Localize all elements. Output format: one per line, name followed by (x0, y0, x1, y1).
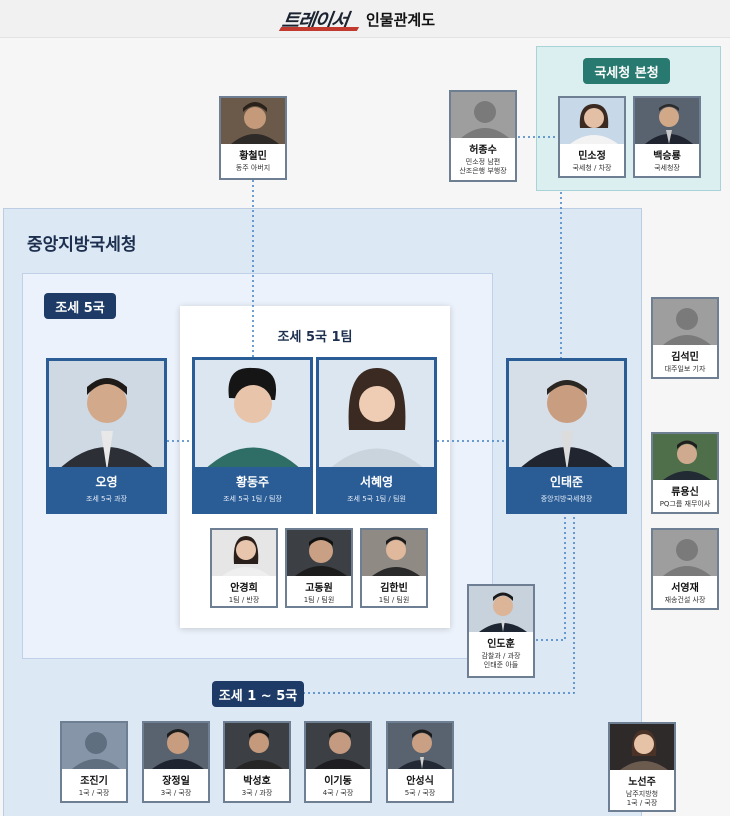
person-card-jang-jeongil[interactable]: 장정일 3국 / 국장 (142, 721, 210, 803)
role-go-dongwon: 1팀 / 팀원 (287, 596, 351, 605)
role1-in-dohun: 감찰과 / 과장 (469, 652, 533, 661)
photo-baek-seungryong (635, 98, 699, 144)
name-hwang-dongju: 황동주 (195, 473, 310, 490)
header-bar: 트레이서 인물관계도 (0, 0, 730, 38)
group-team1-label: 조세 5국 1팀 (180, 326, 450, 345)
name-ahn-seongsik: 안성식 (388, 772, 452, 787)
name-oh-young: 오영 (49, 473, 164, 490)
person-card-ahn-kyunghee[interactable]: 안경희 1팀 / 반장 (210, 528, 278, 608)
photo-hwang-dongju (195, 360, 310, 471)
person-card-lee-gidong[interactable]: 이기동 4국 / 국장 (304, 721, 372, 803)
photo-min-sojeong (560, 98, 624, 144)
name-kim-hanbin: 김한빈 (362, 579, 426, 594)
role-hwang-dongju: 조세 5국 1팀 / 팀장 (195, 494, 310, 504)
role-seo-hyeyoung: 조세 5국 1팀 / 팀원 (319, 494, 434, 504)
role-ryu-yongsin: PQ그룹 재무이사 (653, 500, 717, 509)
role1-no-seonju: 남주지방청 (610, 790, 674, 799)
role-hwang-chulmin: 동주 아버지 (221, 164, 285, 173)
person-card-park-sungho[interactable]: 박성호 3국 / 과장 (223, 721, 291, 803)
photo-lee-gidong (306, 723, 370, 769)
group-nts-hq-label: 국세청 본청 (583, 58, 670, 84)
photo-in-taejun (509, 361, 624, 471)
name-go-dongwon: 고동원 (287, 579, 351, 594)
role-jang-jeongil: 3국 / 국장 (144, 789, 208, 798)
name-park-sungho: 박성호 (225, 772, 289, 787)
role-jo-jingi: 1국 / 국장 (62, 789, 126, 798)
group-tax1to5-label: 조세 1 ~ 5국 (212, 681, 304, 707)
name-ryu-yongsin: 류용신 (653, 483, 717, 498)
role2-no-seonju: 1국 / 국장 (610, 799, 674, 808)
name-kim-seokmin: 김석민 (653, 348, 717, 363)
silhouette-icon (653, 530, 717, 576)
role-park-sungho: 3국 / 과장 (225, 789, 289, 798)
name-seo-hyeyoung: 서혜영 (319, 473, 434, 490)
role2-heo-jongsu: 산조은행 부행장 (451, 167, 515, 176)
photo-go-dongwon (287, 530, 351, 576)
name-in-dohun: 인도훈 (469, 635, 533, 650)
role-lee-gidong: 4국 / 국장 (306, 789, 370, 798)
photo-kim-seokmin (653, 299, 717, 345)
photo-jang-jeongil (144, 723, 208, 769)
photo-kim-hanbin (362, 530, 426, 576)
name-lee-gidong: 이기동 (306, 772, 370, 787)
name-jo-jingi: 조진기 (62, 772, 126, 787)
name-no-seonju: 노선주 (610, 773, 674, 788)
group-central-label: 중앙지방국세청 (27, 230, 136, 255)
role-ahn-kyunghee: 1팀 / 반장 (212, 596, 276, 605)
photo-park-sungho (225, 723, 289, 769)
photo-heo-jongsu (451, 92, 515, 138)
person-card-jo-jingi[interactable]: 조진기 1국 / 국장 (60, 721, 128, 803)
role-ahn-seongsik: 5국 / 국장 (388, 789, 452, 798)
silhouette-icon (62, 723, 126, 769)
role1-heo-jongsu: 민소정 남편 (451, 158, 515, 167)
name-seo-youngjae: 서영재 (653, 579, 717, 594)
photo-oh-young (49, 361, 164, 471)
person-card-kim-hanbin[interactable]: 김한빈 1팀 / 팀원 (360, 528, 428, 608)
silhouette-icon (653, 299, 717, 345)
photo-no-seonju (610, 724, 674, 770)
role-baek-seungryong: 국세청장 (635, 164, 699, 173)
photo-seo-hyeyoung (319, 360, 434, 471)
photo-ahn-kyunghee (212, 530, 276, 576)
role-kim-seokmin: 대주일보 기자 (653, 365, 717, 374)
photo-in-dohun (469, 586, 533, 632)
photo-jo-jingi (62, 723, 126, 769)
silhouette-icon (451, 92, 515, 138)
role-kim-hanbin: 1팀 / 팀원 (362, 596, 426, 605)
name-baek-seungryong: 백승룡 (635, 147, 699, 162)
name-heo-jongsu: 허종수 (451, 141, 515, 156)
name-min-sojeong: 민소정 (560, 147, 624, 162)
group-tax5-label: 조세 5국 (44, 293, 116, 319)
name-jang-jeongil: 장정일 (144, 772, 208, 787)
name-ahn-kyunghee: 안경희 (212, 579, 276, 594)
role2-in-dohun: 인태준 아들 (469, 661, 533, 670)
person-card-go-dongwon[interactable]: 고동원 1팀 / 팀원 (285, 528, 353, 608)
name-hwang-chulmin: 황철민 (221, 147, 285, 162)
logo-slash-mark (279, 27, 359, 31)
photo-ryu-yongsin (653, 434, 717, 480)
photo-seo-youngjae (653, 530, 717, 576)
role-seo-youngjae: 재송건설 사장 (653, 596, 717, 605)
person-card-ryu-yongsin[interactable]: 류용신 PQ그룹 재무이사 (651, 432, 719, 514)
person-card-ahn-seongsik[interactable]: 안성식 5국 / 국장 (386, 721, 454, 803)
role-in-taejun: 중앙지방국세청장 (509, 494, 624, 504)
photo-ahn-seongsik (388, 723, 452, 769)
name-in-taejun: 인태준 (509, 473, 624, 490)
role-oh-young: 조세 5국 과장 (49, 494, 164, 504)
role-min-sojeong: 국세청 / 차장 (560, 164, 624, 173)
page-title: 인물관계도 (366, 9, 435, 30)
photo-hwang-chulmin (221, 98, 285, 144)
